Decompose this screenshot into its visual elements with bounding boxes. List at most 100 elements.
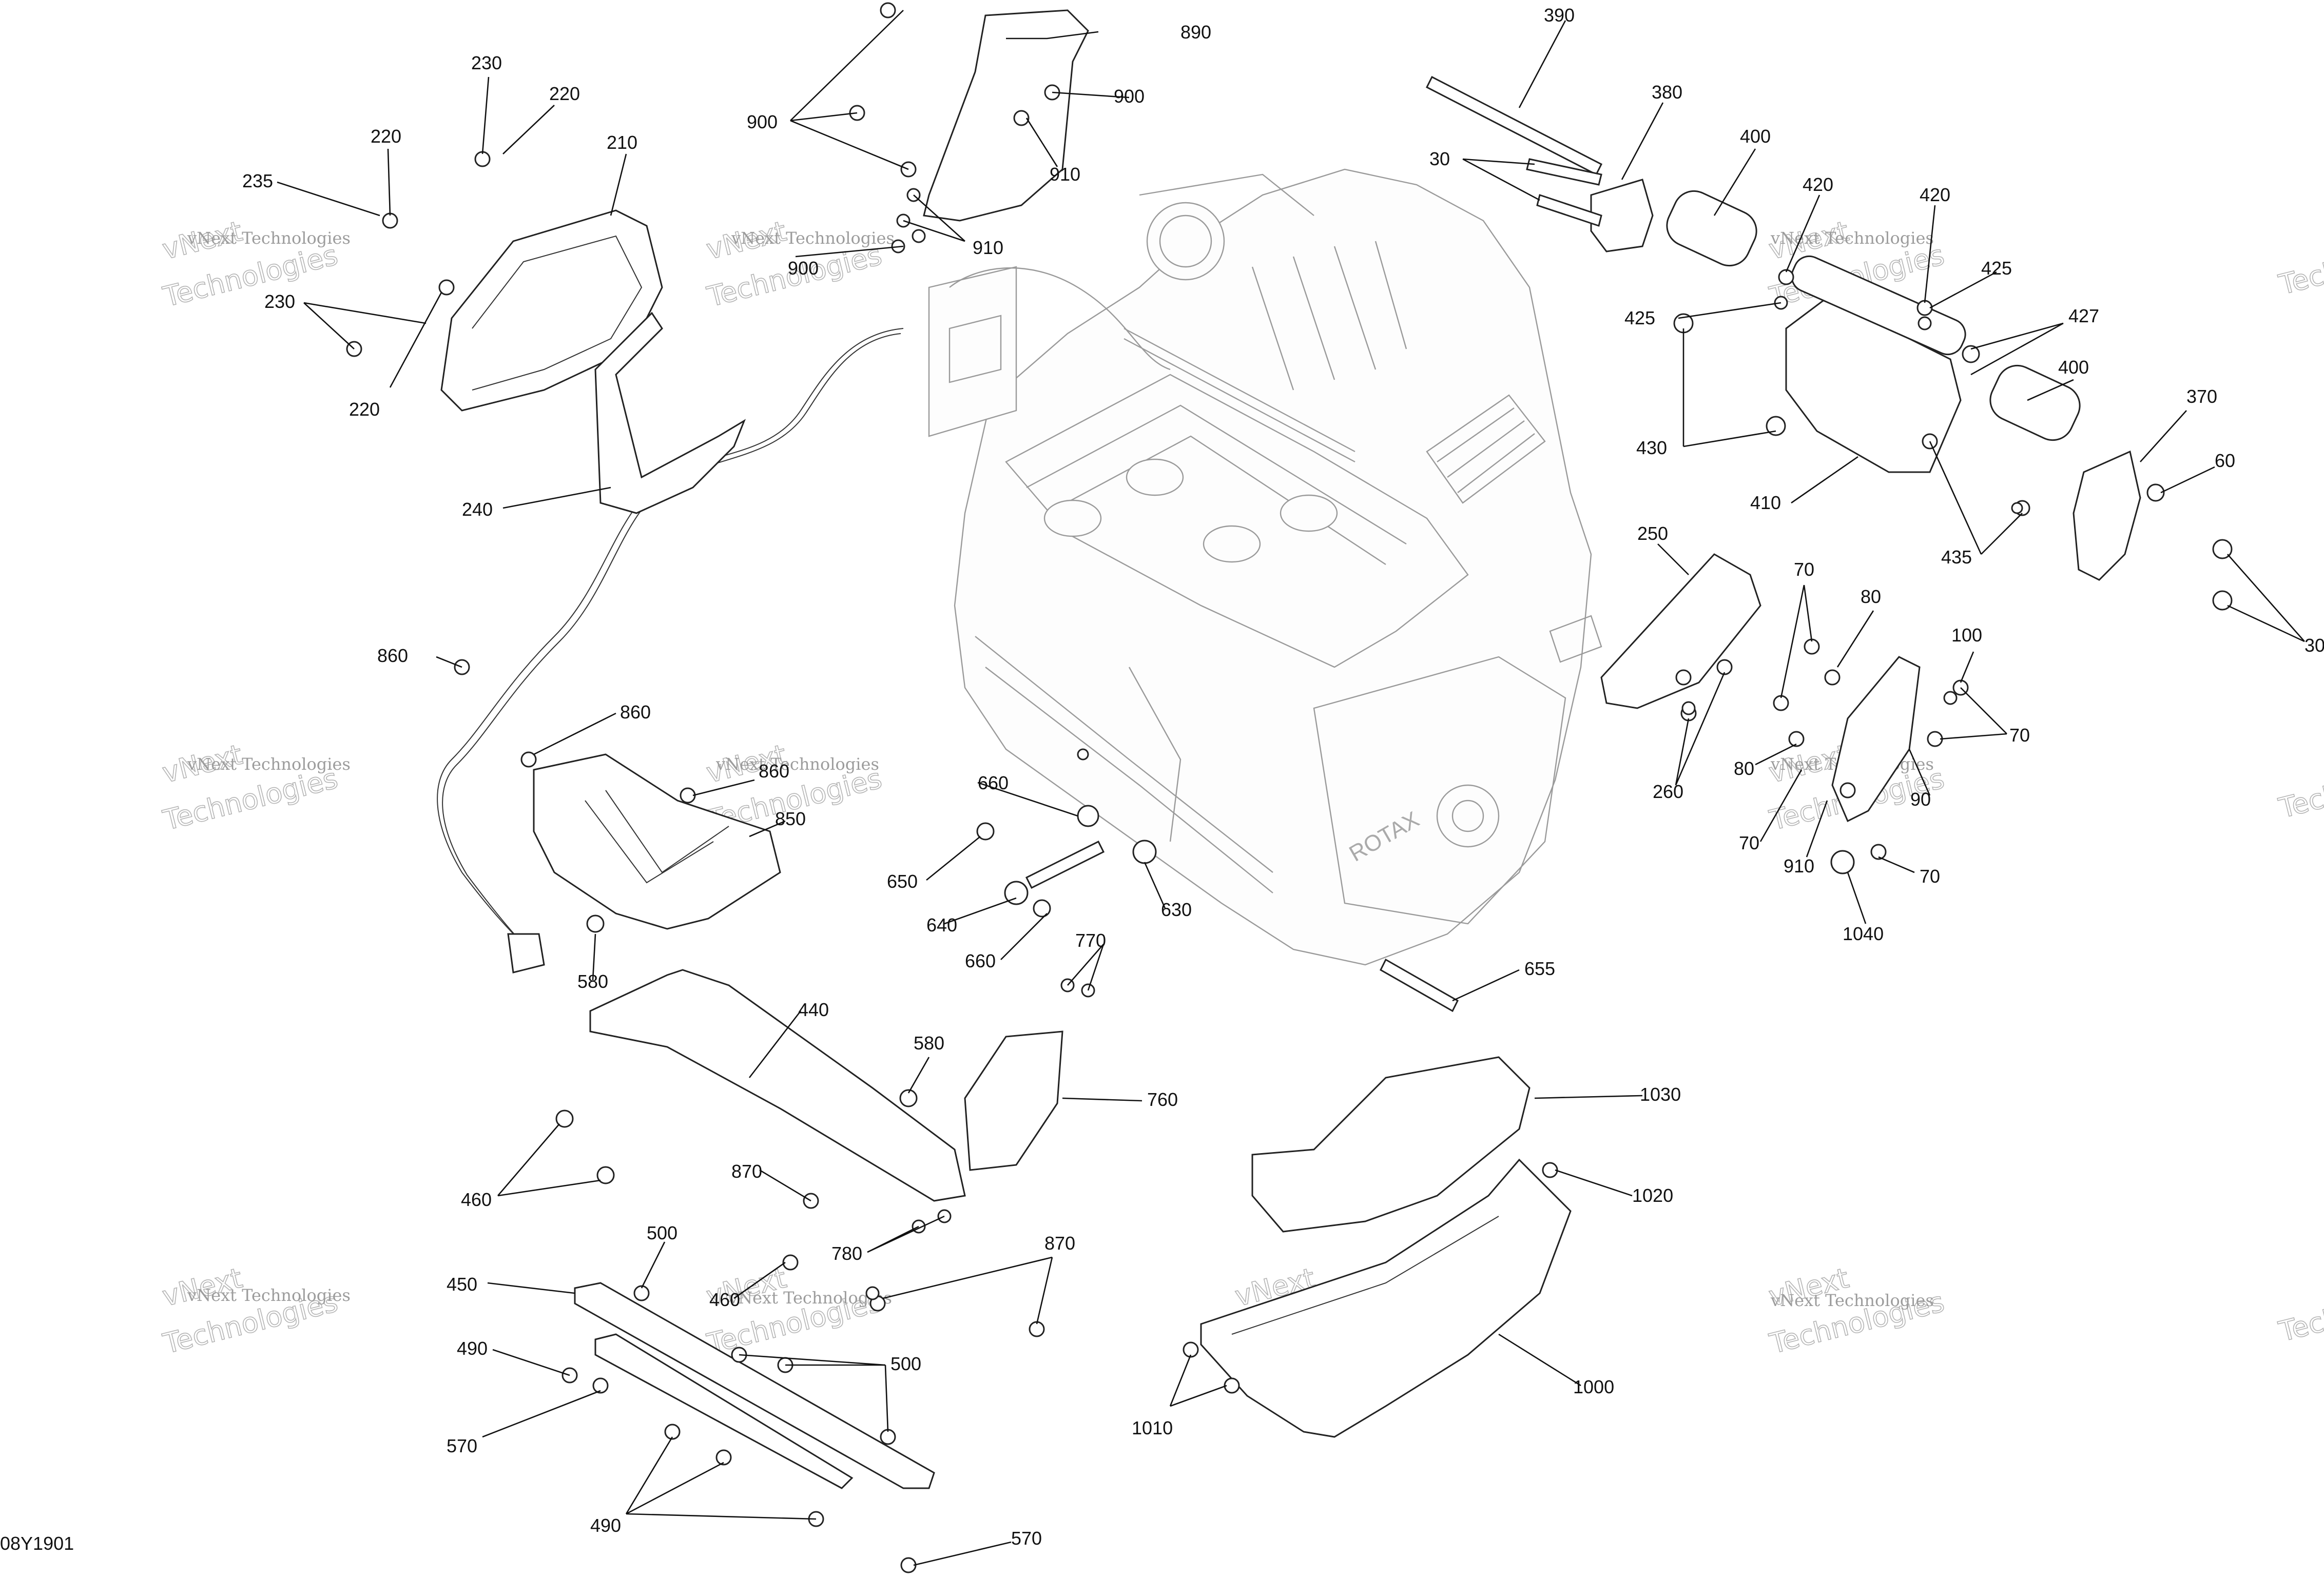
nut <box>2212 590 2233 611</box>
nut <box>865 1286 880 1300</box>
nut <box>680 787 696 804</box>
callout-220: 220 <box>549 83 580 104</box>
callout-400: 400 <box>1740 126 1771 147</box>
callout-870: 870 <box>731 1161 762 1182</box>
callout-660: 660 <box>965 950 996 971</box>
skid-plate-1000 <box>1200 1158 1572 1438</box>
callout-760: 760 <box>1147 1089 1178 1110</box>
callout-1010: 1010 <box>1132 1417 1173 1438</box>
nut <box>1918 316 1932 330</box>
nut <box>899 1089 918 1107</box>
callout-660: 660 <box>978 772 1009 793</box>
callout-900: 900 <box>788 258 819 279</box>
nut <box>1224 1377 1240 1394</box>
bracket-440 <box>589 969 966 1202</box>
nut <box>555 1109 574 1128</box>
diagram-reference-code: 08Y1901 <box>0 1533 74 1554</box>
watermark-text: vNext Technologies <box>187 1286 351 1305</box>
nut <box>474 151 491 167</box>
nut <box>880 1429 896 1445</box>
callout-450: 450 <box>447 1274 477 1295</box>
callout-490: 490 <box>457 1338 488 1359</box>
nut <box>438 279 455 296</box>
rail-450 <box>574 1282 935 1489</box>
callout-440: 440 <box>798 999 829 1020</box>
callout-1000: 1000 <box>1573 1376 1614 1397</box>
callout-860: 860 <box>377 645 408 666</box>
callout-435: 435 <box>1941 547 1972 568</box>
callout-630: 630 <box>1161 899 1192 920</box>
callout-890: 890 <box>1180 22 1211 43</box>
callout-870: 870 <box>1044 1233 1075 1254</box>
callout-230: 230 <box>471 52 502 73</box>
callout-420: 420 <box>1920 184 1950 205</box>
callout-70: 70 <box>2009 725 2030 746</box>
callout-500: 500 <box>647 1222 677 1243</box>
callout-70: 70 <box>1920 866 1940 887</box>
nut <box>1077 748 1089 761</box>
callout-1020: 1020 <box>1632 1185 1673 1206</box>
watermark-text: vNext Technologies <box>187 754 351 774</box>
watermark-text: vNext Technologies <box>1770 228 1934 248</box>
nut <box>1824 669 1841 686</box>
watermark-text: vNext Technologies <box>1770 1291 1934 1310</box>
callout-390: 390 <box>1544 5 1575 26</box>
callout-70: 70 <box>1794 559 1814 580</box>
callout-230: 230 <box>264 291 295 312</box>
callout-400: 400 <box>2058 357 2089 378</box>
callout-427: 427 <box>2068 305 2099 326</box>
callout-490: 490 <box>590 1515 621 1536</box>
callout-780: 780 <box>831 1243 862 1264</box>
nut <box>586 914 605 933</box>
nut <box>1183 1341 1199 1358</box>
nut <box>1773 695 1789 711</box>
callout-70: 70 <box>1739 832 1759 853</box>
nut <box>2011 502 2023 514</box>
plate-370 <box>2073 450 2141 581</box>
callout-220: 220 <box>349 399 380 420</box>
nut <box>1870 844 1887 860</box>
nut <box>1716 659 1733 675</box>
nut <box>1830 850 1855 874</box>
callout-910: 910 <box>1784 855 1814 877</box>
callout-235: 235 <box>242 170 273 191</box>
nut <box>664 1424 681 1440</box>
callout-910: 910 <box>973 237 1003 258</box>
callout-770: 770 <box>1075 930 1106 951</box>
link-rod-640 <box>1025 840 1105 889</box>
nut <box>782 1254 799 1271</box>
callout-580: 580 <box>577 971 608 992</box>
nut <box>1013 110 1030 126</box>
callout-30: 30 <box>2304 635 2324 656</box>
nut <box>2146 483 2165 502</box>
rubber-mount-400 <box>1989 364 2081 441</box>
callout-410: 410 <box>1750 492 1781 513</box>
watermark-text: vNext Technologies <box>187 228 351 248</box>
callout-100: 100 <box>1951 625 1982 646</box>
watermark-text: vNext Technologies <box>715 754 879 774</box>
nut <box>1943 691 1958 705</box>
callout-250: 250 <box>1637 523 1668 544</box>
callout-380: 380 <box>1652 82 1682 103</box>
callout-240: 240 <box>462 499 493 520</box>
callout-425: 425 <box>1624 307 1655 328</box>
callout-30: 30 <box>1429 148 1450 169</box>
nut <box>1681 701 1696 715</box>
callout-655: 655 <box>1524 958 1555 979</box>
callout-60: 60 <box>2215 450 2235 471</box>
nut <box>592 1377 609 1394</box>
nut <box>715 1449 732 1466</box>
rubber-mount-400 <box>1666 190 1757 267</box>
bolt-655 <box>1380 958 1459 1013</box>
callout-900: 900 <box>1114 86 1145 107</box>
callout-570: 570 <box>447 1435 477 1456</box>
nut <box>520 751 537 768</box>
callout-910: 910 <box>1050 164 1080 185</box>
bolt-390 <box>1425 75 1603 176</box>
callout-220: 220 <box>371 126 401 147</box>
callout-80: 80 <box>1734 758 1754 779</box>
plate-380 <box>1590 179 1654 252</box>
nut <box>1766 416 1786 436</box>
bracket-240 <box>594 311 746 514</box>
cover-210 <box>440 209 663 412</box>
